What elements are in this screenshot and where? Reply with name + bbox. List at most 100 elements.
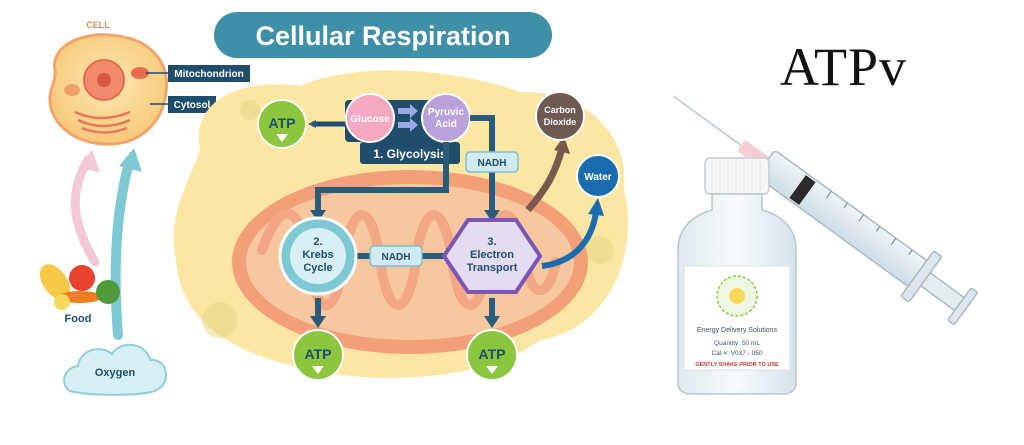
water-arrow-head [588, 198, 604, 216]
title-pill [214, 12, 552, 58]
atp-badge [292, 329, 344, 381]
nadh-tag-top [465, 151, 519, 173]
electron-label-1: 3. [487, 236, 496, 248]
pyruvic-to-krebs-path [315, 142, 449, 212]
carbon-dioxide-label-2: Dioxide [544, 117, 577, 127]
cytosol-spot [202, 302, 238, 338]
pyruvic-acid-label-1: Pyruvic [428, 107, 465, 118]
krebs-cycle-core [290, 228, 346, 284]
brand-wordmark: ATPv [780, 37, 908, 97]
oxygen-cloud-shape [63, 344, 167, 396]
food-label: Food [65, 313, 92, 325]
krebs-label-2: Krebs [302, 249, 333, 261]
atp-down-icon [312, 366, 324, 374]
cytosol-spot [240, 100, 260, 120]
food-arrow-head [78, 150, 100, 172]
cytosol-label: Cytosol [174, 100, 211, 111]
carbon-dioxide-arrow [525, 147, 566, 213]
vial-quantity: Quantity: 50 mL [714, 340, 760, 347]
vial-cap [704, 157, 770, 195]
vial-brand-line: Energy Delivery Solutions [697, 327, 778, 334]
food-pepper [69, 265, 95, 291]
water-node [576, 154, 620, 198]
atp-label: ATP [479, 346, 506, 362]
atp-badge [466, 329, 518, 381]
oxygen-cloud: Oxygen [63, 344, 167, 396]
mitochondrion-label: Mitochondrion [174, 69, 243, 80]
pyruvic-to-etc-path [470, 115, 495, 212]
food-corn [39, 264, 71, 300]
syringe-thumb-rest [947, 287, 978, 325]
atp-krebs: ATP [292, 329, 344, 381]
pyruvic-acid-label-2: Acid [435, 119, 457, 130]
cytosol-tag [168, 96, 216, 113]
vial-cap-ridges [711, 160, 761, 192]
cell-er [74, 110, 131, 134]
electron-label-3: Transport [467, 262, 518, 274]
krebs-label-3: Cycle [303, 262, 332, 274]
water-output: Water [541, 154, 620, 269]
cytosol-spot [586, 236, 614, 264]
glycolysis-label: 1. Glycolysis [373, 147, 447, 161]
electron-transport-stage: 3. Electron Transport [441, 218, 543, 294]
cell-organelle [64, 84, 80, 96]
nadh-label-top: NADH [478, 158, 507, 169]
input-arrows [70, 148, 142, 340]
cell-label: CELL [86, 20, 110, 30]
krebs-to-atp-head [310, 316, 326, 328]
vial-warning: GENTLY SHAKE PRIOR TO USE [695, 362, 779, 368]
brand-logo: ATPv [780, 36, 970, 106]
food-lemon [54, 294, 70, 310]
vial-illustration: Energy Delivery Solutions Quantity: 50 m… [677, 157, 797, 395]
etc-to-atp-head [484, 316, 500, 328]
atp-down-icon [276, 134, 288, 142]
syringe-plunger-rod [919, 271, 966, 312]
electron-transport-hexagon [441, 218, 543, 294]
carbon-dioxide-label-1: Carbon [544, 105, 576, 115]
syringe-graduations [826, 190, 913, 256]
syringe-needle [672, 95, 742, 147]
vial-catalog: Cat #: V037 - 050 [712, 350, 763, 357]
food-broccoli [96, 280, 120, 304]
glycolysis-arrows [398, 104, 418, 132]
syringe-illustration [672, 95, 978, 325]
page-title: Cellular Respiration [255, 21, 510, 51]
title-banner: Cellular Respiration [214, 12, 552, 58]
krebs-cycle-stage: 2. Krebs Cycle [278, 216, 358, 296]
krebs-label-1: 2. [313, 236, 322, 248]
pyruvic-to-krebs-head [310, 210, 326, 222]
atp-down-icon [486, 366, 498, 374]
electron-label-2: Electron [470, 249, 514, 261]
pyruvic-acid-node [421, 93, 471, 143]
glucose-label: Glucose [350, 114, 390, 125]
cell-nucleolus [97, 73, 111, 87]
pyruvic-to-etc-head [484, 210, 500, 222]
nadh-carriers: NADH NADH [369, 151, 519, 267]
atp-label: ATP [269, 115, 296, 131]
cell-mitochondrion [131, 67, 149, 79]
cell-illustration: CELL Mitochondrion Cytosol [48, 20, 250, 146]
glycolysis-label-box [360, 142, 460, 164]
vial-logo-core [729, 288, 745, 304]
atp-badge [257, 99, 307, 149]
water-arrow [541, 211, 599, 269]
nadh-label-middle: NADH [382, 252, 411, 263]
food-illustration: Food [39, 264, 120, 325]
food-arrow [70, 155, 100, 267]
mitochondrion-tag [168, 65, 250, 82]
glycolysis-stage: 1. Glycolysis Glucose Pyruvic Acid [345, 93, 471, 164]
carbon-dioxide-arrow-head [554, 136, 570, 154]
glucose-node [345, 93, 395, 143]
oxygen-arrow [110, 155, 135, 340]
oxygen-arrow-head [119, 148, 142, 172]
nadh-tag-middle [369, 245, 423, 267]
oxygen-label: Oxygen [95, 367, 136, 379]
carbon-dioxide-output: Carbon Dioxide [525, 91, 585, 213]
atp-label: ATP [305, 346, 332, 362]
syringe-plunger-seal [789, 175, 816, 205]
water-label: Water [584, 172, 612, 183]
atp-glycolysis: ATP [257, 99, 345, 149]
atp-electron: ATP [466, 329, 518, 381]
carbon-dioxide-node [535, 91, 585, 141]
